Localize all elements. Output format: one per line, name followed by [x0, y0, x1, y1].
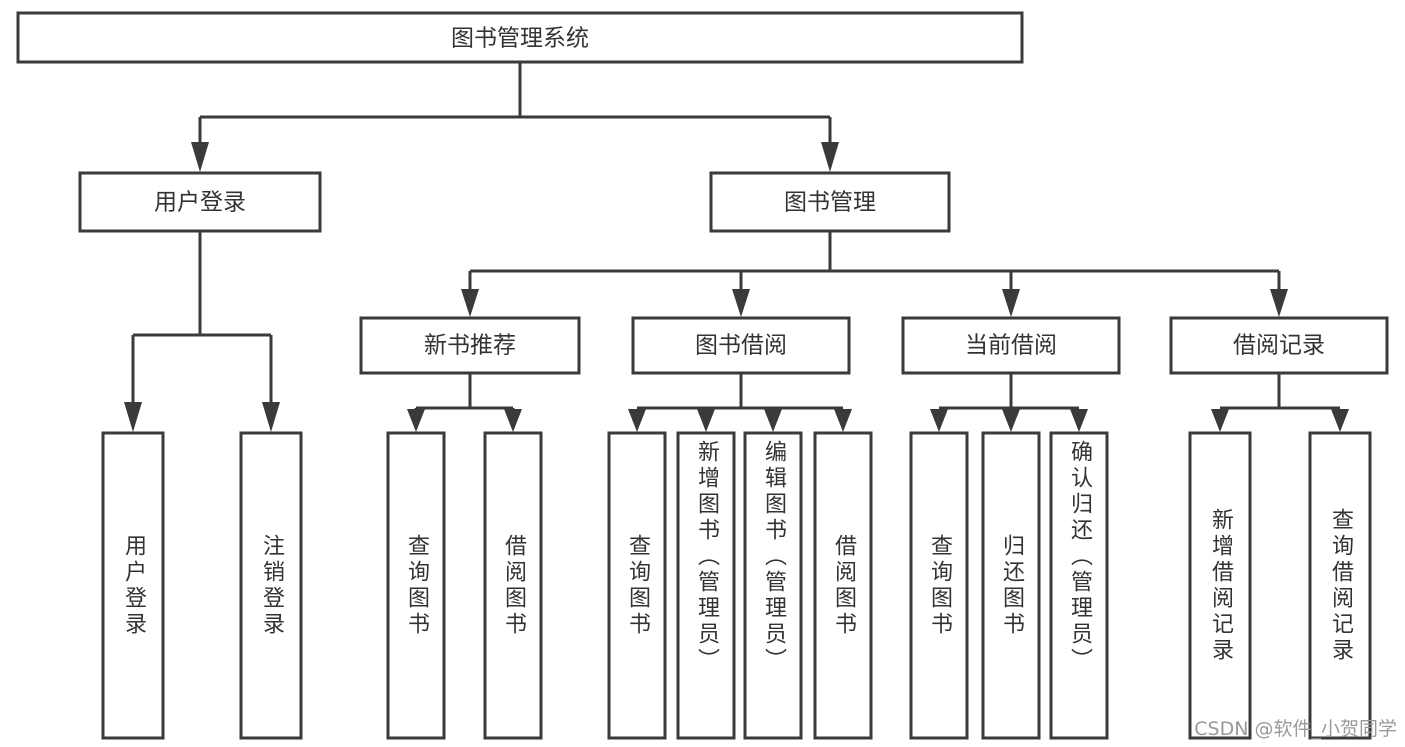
leaf-box-user-login[interactable] [101, 431, 165, 740]
arrowhead-br-add [1211, 409, 1229, 432]
arrowhead-book-manage [821, 142, 839, 172]
arrowhead-user-login [191, 142, 209, 172]
arrowhead-bb-borrow [834, 409, 852, 432]
root-label: 图书管理系统 [451, 26, 589, 52]
book-borrow-label: 图书借阅 [695, 333, 787, 359]
leaf-box-layer [101, 431, 1372, 740]
new-book-rec-label: 新书推荐 [424, 333, 516, 359]
node-current-borrow[interactable]: 当前借阅 [901, 316, 1121, 375]
node-book-borrow[interactable]: 图书借阅 [631, 316, 851, 375]
current-borrow-label: 当前借阅 [965, 333, 1057, 359]
arrowhead-leaf-user-login [124, 402, 142, 432]
node-user-login[interactable]: 用户登录 [78, 171, 322, 233]
user-login-label: 用户登录 [154, 190, 246, 216]
arrowhead-nbr-borrow [504, 409, 522, 432]
node-borrow-record[interactable]: 借阅记录 [1169, 316, 1389, 375]
leaf-box-bb-borrow[interactable] [813, 431, 873, 740]
new-book-rec-box[interactable] [359, 316, 581, 375]
leaf-box-user-logout[interactable] [239, 431, 303, 740]
node-root[interactable]: 图书管理系统 [16, 11, 1024, 64]
leaf-box-br-query[interactable] [1308, 431, 1372, 740]
book-borrow-box[interactable] [631, 316, 851, 375]
leaf-box-nbr-query[interactable] [386, 431, 446, 740]
arrowhead-borrow-record [1270, 289, 1288, 317]
csdn-watermark: CSDN @软件_小贺同学 [1194, 718, 1397, 740]
arrowhead-bb-query [628, 409, 646, 432]
leaf-box-nbr-borrow[interactable] [483, 431, 543, 740]
arrowhead-leaf-user-logout [262, 402, 280, 432]
arrowhead-book-borrow [732, 289, 750, 317]
node-new-book-rec[interactable]: 新书推荐 [359, 316, 581, 375]
arrowhead-bb-edit [764, 409, 782, 432]
book-manage-box[interactable] [709, 171, 951, 233]
leaf-box-bb-query[interactable] [607, 431, 667, 740]
borrow-record-label: 借阅记录 [1233, 333, 1325, 359]
leaf-box-cb-confirm[interactable] [1049, 431, 1109, 740]
leaf-box-bb-edit[interactable] [743, 431, 803, 740]
node-book-manage[interactable]: 图书管理 [709, 171, 951, 233]
current-borrow-box[interactable] [901, 316, 1121, 375]
connector-layer [124, 62, 1349, 432]
book-manage-label: 图书管理 [784, 190, 876, 216]
user-login-box[interactable] [78, 171, 322, 233]
arrowhead-cb-confirm [1070, 409, 1088, 432]
arrowhead-current-borrow [1002, 289, 1020, 317]
leaf-box-cb-query[interactable] [909, 431, 969, 740]
leaf-box-bb-add[interactable] [676, 431, 736, 740]
arrowhead-cb-return [1002, 409, 1020, 432]
arrowhead-cb-query [930, 409, 948, 432]
leaf-box-br-add[interactable] [1188, 431, 1252, 740]
arrowhead-nbr-query [407, 409, 425, 432]
borrow-record-box[interactable] [1169, 316, 1389, 375]
arrowhead-br-query [1331, 409, 1349, 432]
leaf-box-cb-return[interactable] [981, 431, 1041, 740]
arrowhead-bb-add [697, 409, 715, 432]
arrowhead-new-book-rec [461, 289, 479, 317]
root-box[interactable] [16, 11, 1024, 64]
